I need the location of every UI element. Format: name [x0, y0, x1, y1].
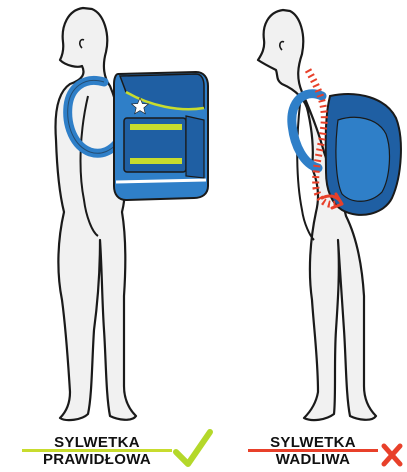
caption-wrong-line1: SYLWETKA: [248, 436, 378, 452]
caption-correct-line1: SYLWETKA: [22, 436, 172, 452]
caption-wrong-line2: WADLIWA: [248, 452, 378, 468]
backpack-correct-side: [186, 116, 204, 178]
caption-correct: SYLWETKA PRAWIDŁOWA: [22, 436, 172, 468]
backpack-correct-reflector-top: [130, 124, 182, 130]
figure-correct-silhouette: [56, 8, 136, 420]
cross-mark-icon: [384, 446, 400, 464]
figure-correct-posture: [56, 8, 136, 420]
backpack-correct-bottom-band: [116, 180, 206, 182]
backpack-wrong-panel: [336, 117, 390, 201]
check-mark-icon: [176, 432, 210, 464]
caption-correct-line2: PRAWIDŁOWA: [22, 452, 172, 468]
backpack-correct-reflector-bottom: [130, 158, 182, 164]
caption-wrong: SYLWETKA WADLIWA: [248, 436, 378, 468]
